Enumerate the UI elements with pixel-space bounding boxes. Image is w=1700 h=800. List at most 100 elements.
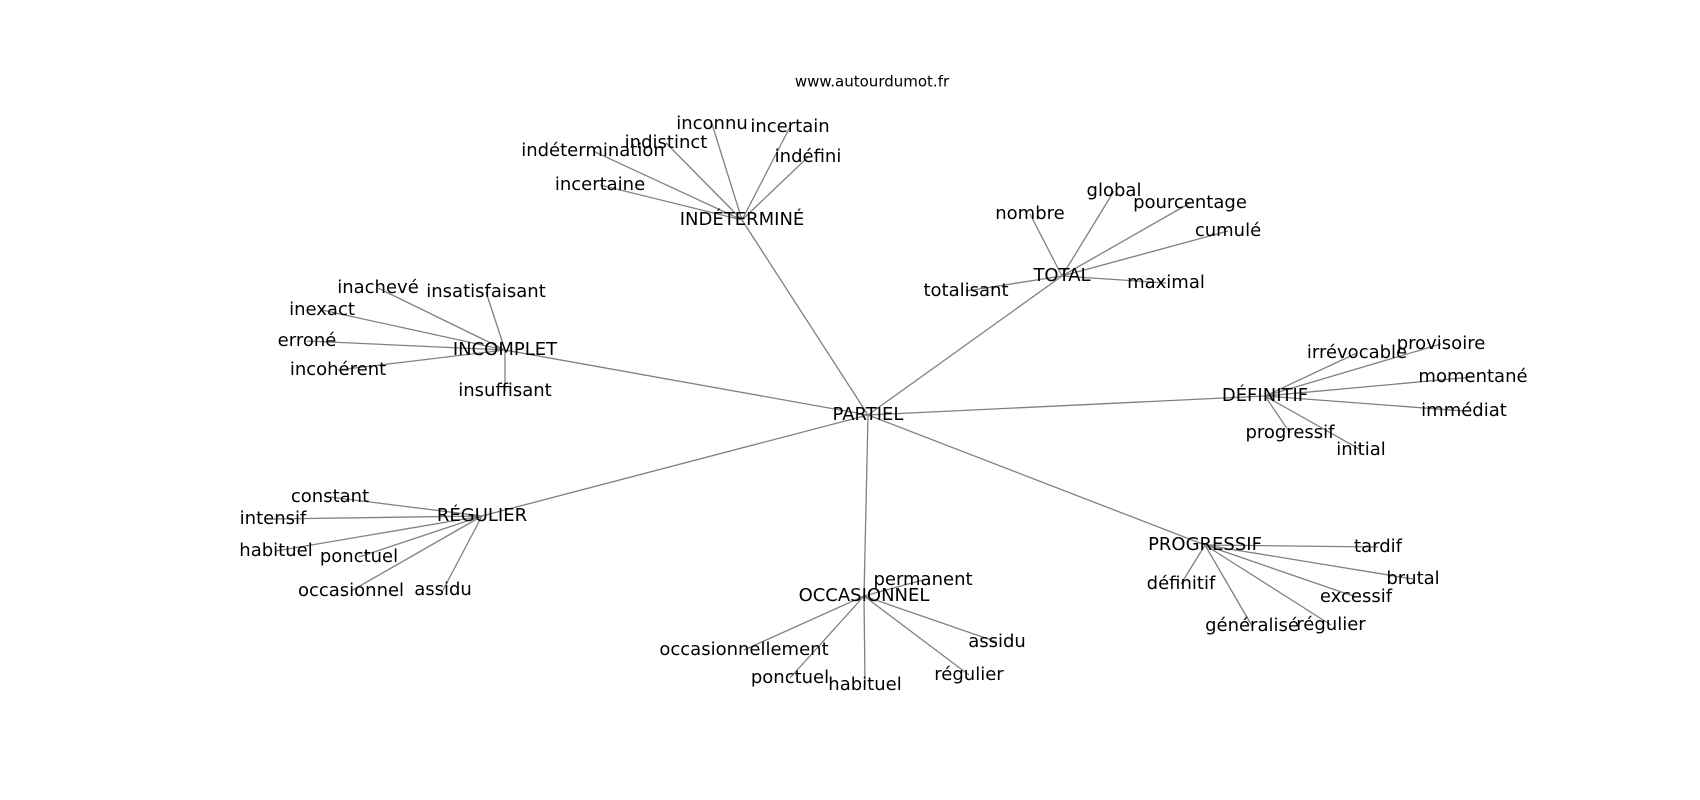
edge-indetermine-word [741, 126, 791, 221]
edge-center-occasionnel [863, 414, 869, 597]
labels: www.autourdumot.fr PARTIEL INDÉTERMINÉ in… [239, 73, 1527, 696]
edge-definitif-word [1264, 395, 1465, 412]
edge-progressif-word [1204, 544, 1253, 627]
word-node[interactable]: occasionnel [298, 580, 404, 601]
word-node[interactable]: erroné [278, 330, 337, 351]
word-node[interactable]: occasionnellement [659, 639, 828, 660]
word-node[interactable]: incertain [750, 116, 829, 137]
edge-occasionnel-word [863, 595, 866, 686]
edge-indetermine-word [741, 156, 809, 221]
word-node[interactable]: excessif [1320, 586, 1393, 607]
word-node[interactable]: momentané [1418, 366, 1527, 387]
word-node[interactable]: pourcentage [1133, 192, 1247, 213]
word-node[interactable]: assidu [968, 631, 1026, 652]
word-node[interactable]: irrévocable [1307, 342, 1407, 363]
edge-indetermine-word [711, 123, 743, 221]
edge-incomplet-word [306, 340, 506, 351]
edge-progressif-word [1204, 544, 1357, 598]
word-node[interactable]: incertaine [555, 174, 645, 195]
edge-regulier-word [350, 515, 483, 592]
word-node[interactable]: insatisfaisant [426, 281, 546, 302]
word-node[interactable]: inexact [289, 299, 355, 320]
edge-definitif-word [1264, 395, 1362, 451]
edge-regulier-word [358, 515, 483, 558]
edge-occasionnel-word [743, 595, 865, 651]
word-node[interactable]: indéfini [775, 146, 842, 167]
edge-regulier-word [442, 515, 483, 591]
word-node[interactable]: permanent [873, 569, 972, 590]
word-node[interactable]: totalisant [923, 280, 1008, 301]
word-node[interactable]: inachevé [337, 277, 419, 298]
word-node[interactable]: généralisé [1205, 615, 1299, 636]
edge-occasionnel-word [789, 595, 865, 679]
word-node[interactable]: constant [291, 486, 369, 507]
edge-definitif-word [1264, 352, 1358, 397]
edge-indetermine-word [592, 150, 743, 221]
word-node[interactable]: initial [1336, 439, 1386, 460]
hub-node-total[interactable]: TOTAL [1032, 265, 1090, 286]
word-node[interactable]: progressif [1245, 422, 1335, 443]
word-node[interactable]: régulier [934, 664, 1004, 685]
word-node[interactable]: cumulé [1195, 220, 1261, 241]
edge-definitif-word [1264, 395, 1291, 434]
edge-incomplet-word [485, 291, 506, 351]
edge-total-word [1061, 230, 1229, 277]
edge-occasionnel-word [863, 595, 970, 676]
hub-node-progressif[interactable]: PROGRESSIF [1148, 534, 1262, 555]
edge-total-word [1029, 213, 1063, 277]
word-node[interactable]: intensif [240, 508, 307, 529]
edge-definitif-word [1264, 376, 1474, 397]
word-node[interactable]: indistinct [625, 132, 708, 153]
word-node[interactable]: nombre [995, 203, 1064, 224]
edge-regulier-word [272, 515, 483, 520]
word-node[interactable]: maximal [1127, 272, 1205, 293]
edge-occasionnel-word [863, 595, 998, 643]
edge-total-word [1061, 202, 1191, 277]
edge-regulier-word [275, 515, 483, 552]
word-node[interactable]: définitif [1147, 573, 1216, 594]
word-node[interactable]: assidu [414, 579, 472, 600]
edge-total-word [965, 275, 1063, 292]
edge-incomplet-word [321, 309, 506, 351]
word-node[interactable]: indétermination [521, 140, 665, 161]
word-node[interactable]: incohérent [290, 359, 386, 380]
center-node[interactable]: PARTIEL [833, 404, 904, 425]
word-node[interactable]: provisoire [1397, 333, 1486, 354]
edge-center-incomplet [504, 349, 869, 416]
word-node[interactable]: global [1087, 180, 1142, 201]
edge-total-word [1061, 275, 1167, 284]
hub-node-regulier[interactable]: RÉGULIER [437, 504, 527, 526]
word-node[interactable]: ponctuel [751, 667, 829, 688]
edges [272, 123, 1474, 686]
edge-regulier-word [329, 496, 483, 517]
word-node[interactable]: habituel [828, 674, 901, 695]
edge-incomplet-word [337, 349, 506, 371]
hub-node-incomplet[interactable]: INCOMPLET [453, 339, 558, 360]
word-node[interactable]: tardif [1354, 536, 1403, 557]
edge-indetermine-word [665, 142, 743, 221]
edge-center-total [867, 275, 1063, 416]
word-node[interactable]: insuffisant [458, 380, 551, 401]
word-node[interactable]: immédiat [1421, 400, 1507, 421]
hub-node-occasionnel[interactable]: OCCASIONNEL [799, 585, 930, 606]
hub-node-indetermine[interactable]: INDÉTERMINÉ [680, 208, 805, 230]
edge-indetermine-word [599, 184, 743, 221]
edge-definitif-word [1264, 343, 1442, 397]
edge-progressif-word [1204, 544, 1379, 548]
edge-occasionnel-word [863, 579, 924, 597]
hub-node-definitif[interactable]: DÉFINITIF [1222, 384, 1308, 406]
site-url[interactable]: www.autourdumot.fr [795, 73, 950, 91]
edge-center-definitif [867, 395, 1266, 416]
edge-center-regulier [481, 414, 869, 517]
word-node[interactable]: ponctuel [320, 546, 398, 567]
word-node[interactable]: habituel [239, 540, 312, 561]
edge-incomplet-word [377, 287, 506, 351]
word-node[interactable]: inconnu [676, 113, 748, 134]
word-node[interactable]: régulier [1296, 614, 1366, 635]
edge-progressif-word [1204, 544, 1332, 626]
edge-center-progressif [867, 414, 1206, 546]
word-node[interactable]: brutal [1386, 568, 1439, 589]
edge-center-indetermine [741, 219, 869, 416]
edge-progressif-word [1180, 544, 1206, 585]
